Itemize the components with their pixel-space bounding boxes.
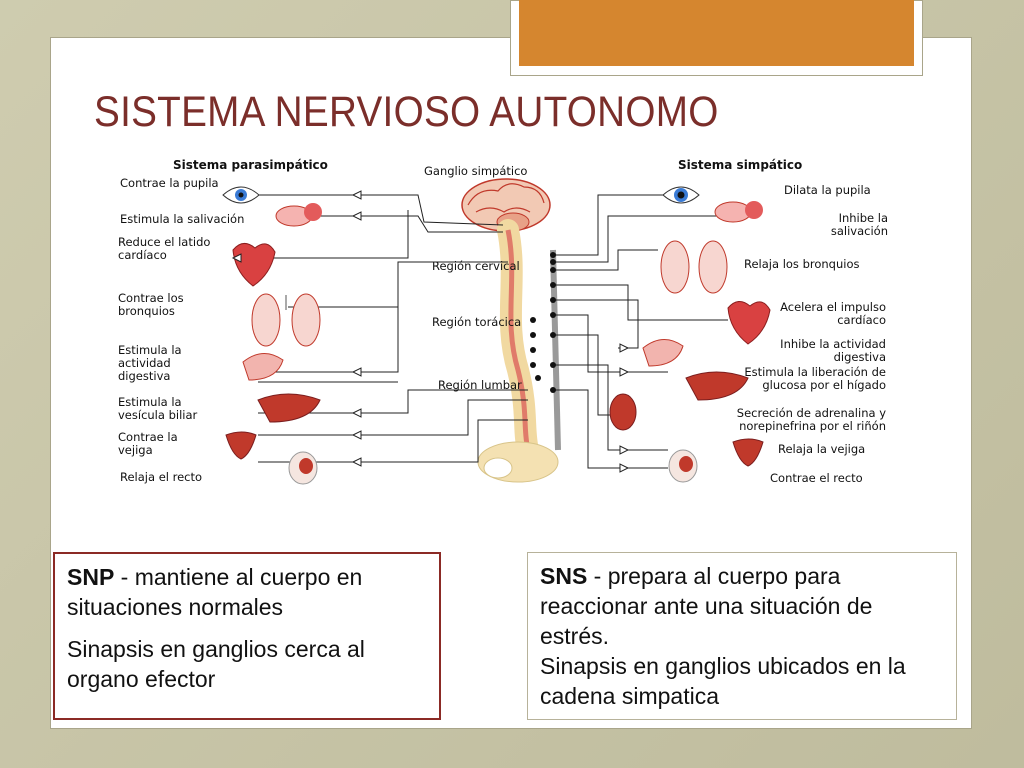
snp-paragraph-1: SNP - mantiene al cuerpo en situaciones … [67,562,429,622]
para-label-6: Estimula la vesícula biliar [118,396,198,422]
liver-icon-right [685,371,749,401]
sns-textbox: SNS - prepara al cuerpo para reaccionar … [527,552,957,720]
accent-bar [519,0,914,66]
symp-label-6: Estimula la liberación de glucosa por el… [744,366,886,392]
para-label-4-wrap: Contrae los bronquios [118,292,184,318]
kidney-icon-right [609,393,637,431]
parasympathetic-heading: Sistema parasimpático [173,158,328,172]
snp-text-1: - mantiene al cuerpo en situaciones norm… [67,564,363,620]
para-label-2: Estimula la salivación [120,212,244,226]
para-label-1: Contrae la pupila [120,176,219,190]
para-label-3: Reduce el latido cardíaco [118,236,211,262]
heart-icon-right [727,301,771,345]
lungs-icon-left [251,293,321,347]
para-label-7-wrap: Contrae la vejiga [118,431,178,457]
liver-icon-left [257,393,321,423]
symp-label-3: Relaja los bronquios [744,257,859,271]
symp-label-1: Dilata la pupila [784,183,871,197]
region-label-1: Región cervical [432,259,520,273]
sympathetic-heading: Sistema simpático [678,158,802,172]
diagram-svg: Sistema parasimpático Sistema simpático … [118,158,888,485]
arrowheads [231,190,630,473]
sns-text-1: - prepara al cuerpo para reaccionar ante… [540,563,873,649]
sympathetic-chain [550,249,561,451]
region-label-3: Región lumbar [438,378,522,392]
snp-spacer [67,622,429,634]
snp-text-2: Sinapsis en ganglios cerca al organo efe… [67,636,365,692]
symp-label-8: Relaja la vejiga [778,442,865,456]
symp-label-6-wrap: Estimula la liberación de glucosa por el… [744,366,886,392]
para-label-3-wrap: Reduce el latido cardíaco [118,236,211,262]
para-label-6-wrap: Estimula la vesícula biliar [118,396,198,422]
stomach-icon-left [242,353,284,381]
spinal-column-icon [477,219,559,483]
bladder-icon-right [732,438,764,467]
rectum-icon-left [288,451,318,485]
heart-icon-left [232,243,276,287]
stomach-icon-right [642,339,684,367]
eye-icon-left [222,186,260,204]
symp-label-4-wrap: Acelera el impulso cardíaco [780,301,886,327]
bladder-icon-left [225,431,257,460]
autonomic-nervous-system-diagram: Sistema parasimpático Sistema simpático … [108,150,898,495]
parasympathetic-nerves [238,194,528,463]
region-label-2: Región torácica [432,315,521,329]
symp-label-5: Inhibe la actividad digestiva [780,338,886,364]
symp-label-5-wrap: Inhibe la actividad digestiva [780,338,886,364]
para-label-5: Estimula la actividad digestiva [118,344,182,383]
lungs-icon-right [660,240,728,294]
sns-abbr: SNS [540,563,588,589]
symp-label-2-wrap: Inhibe la salivación [830,212,888,238]
rectum-icon-right [668,449,698,483]
slide-title: SISTEMA NERVIOSO AUTONOMO [94,88,719,136]
symp-label-9: Contrae el recto [770,471,863,485]
ganglion-heading: Ganglio simpático [424,164,527,178]
para-label-4: Contrae los bronquios [118,292,184,318]
salivary-gland-icon-left [275,203,322,227]
sns-paragraph-1: SNS - prepara al cuerpo para reaccionar … [540,561,946,651]
para-label-7: Contrae la vejiga [118,431,178,457]
snp-textbox: SNP - mantiene al cuerpo en situaciones … [53,552,441,720]
symp-label-4: Acelera el impulso cardíaco [780,301,886,327]
ganglia-dots [530,252,556,393]
symp-label-2: Inhibe la salivación [830,212,888,238]
para-label-5-wrap: Estimula la actividad digestiva [118,344,182,383]
symp-label-7: Secreción de adrenalina y norepinefrina … [736,407,886,433]
salivary-gland-icon-right [714,201,763,223]
eye-icon-right [662,186,700,204]
para-label-8: Relaja el recto [120,470,202,484]
sns-text-2: Sinapsis en ganglios ubicados en la cade… [540,653,906,709]
snp-abbr: SNP [67,564,115,590]
sympathetic-nerves [553,194,728,469]
symp-label-7-wrap: Secreción de adrenalina y norepinefrina … [736,407,886,433]
